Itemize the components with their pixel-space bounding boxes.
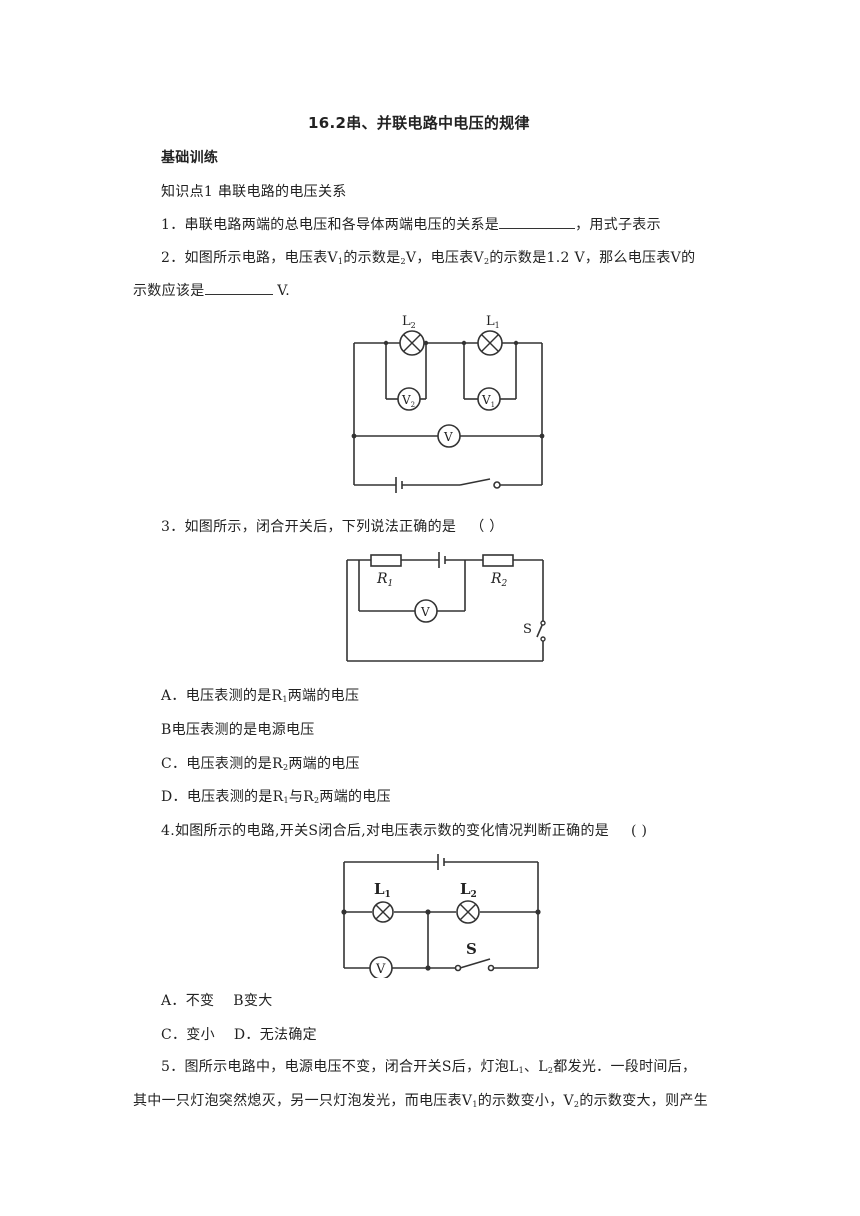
q2-sub: 2 — [483, 257, 490, 266]
svg-text:L1: L1 — [374, 880, 391, 900]
option-text: 两端的电压 — [319, 789, 391, 805]
q2-text: 的示数是1.2 V，那么电压表V的 — [489, 250, 696, 266]
question-4: 4.如图所示的电路,开关S闭合后,对电压表示数的变化情况判断正确的是 ( ) — [161, 822, 647, 840]
q4-options-row-1[interactable]: A．不变 B变大 — [161, 993, 273, 1009]
q2-text: V，电压表V — [405, 250, 484, 266]
svg-text:V2: V2 — [401, 393, 415, 409]
fig4-label-l1: L — [374, 880, 385, 898]
fig3-label-r2-sub: 2 — [501, 579, 508, 589]
fig2-meter-v2: V — [401, 393, 411, 407]
q2-sub: 2 — [400, 257, 406, 266]
fig4-label-l2: L — [460, 880, 471, 898]
fig3-label-r1: R — [376, 571, 388, 587]
q3-option-a[interactable]: A．电压表测的是R1两端的电压 — [161, 687, 359, 705]
q1-suffix: ，用式子表示 — [575, 217, 661, 233]
q4-stem: 4.如图所示的电路,开关S闭合后,对电压表示数的变化情况判断正确的是 — [161, 823, 610, 839]
question-2-line1: 2．如图所示电路，电压表V1的示数是2V，电压表V2的示数是1.2 V，那么电压… — [161, 249, 695, 267]
q3-stem: 3．如图所示，闭合开关后，下列说法正确的是 — [161, 519, 457, 535]
q3-option-b[interactable]: B电压表测的是电源电压 — [161, 722, 315, 738]
knowledge-point-heading: 知识点1 串联电路的电压关系 — [161, 184, 347, 200]
q5-sub: 1 — [472, 1100, 478, 1109]
question-5-line2: 其中一只灯泡突然熄灭，另一只灯泡发光，而电压表V1的示数变小，V2的示数变大，则… — [133, 1092, 708, 1110]
svg-text:R1: R1 — [376, 571, 393, 589]
svg-text:L2: L2 — [460, 880, 477, 900]
option-text: C．电压表测的是R — [161, 756, 283, 772]
circuit-figure-2: L2 L1 V2 V1 V — [351, 314, 545, 493]
fig4-meter-v: V — [375, 962, 386, 977]
question-3: 3．如图所示，闭合开关后，下列说法正确的是 （ ） — [161, 518, 504, 536]
option-text: D．电压表测的是R — [161, 789, 284, 805]
q5-text: 5．图所示电路中，电源电压不变，闭合开关S后，灯泡L — [161, 1059, 519, 1075]
q1-prefix: 1．串联电路两端的总电压和各导体两端电压的关系是 — [161, 217, 500, 233]
fig2-meter-v1-sub: 1 — [491, 401, 495, 409]
page-title: 16.2串、并联电路中电压的规律 — [308, 114, 530, 132]
q5-sub: 1 — [518, 1066, 524, 1075]
option-sub: 1 — [283, 796, 289, 805]
option-text: A．电压表测的是R — [161, 688, 283, 704]
svg-text:R2: R2 — [490, 571, 508, 589]
q2-sub: 1 — [337, 257, 344, 266]
svg-text:L1: L1 — [486, 314, 500, 330]
option-text: 与R — [288, 789, 315, 805]
q2-text: V. — [272, 283, 290, 299]
question-2-line2: 示数应该是 V. — [133, 282, 290, 300]
q3-option-c[interactable]: C．电压表测的是R2两端的电压 — [161, 755, 360, 773]
svg-text:V1: V1 — [481, 393, 495, 409]
circuit-figure-3: R1 R2 V S — [346, 552, 546, 662]
circuit-figure-4: L1 L2 V S — [341, 854, 541, 978]
q3-option-d[interactable]: D．电压表测的是R1与R2两端的电压 — [161, 788, 391, 806]
answer-bracket[interactable]: ( ) — [631, 823, 648, 839]
option-text: 两端的电压 — [287, 688, 360, 704]
svg-text:L2: L2 — [402, 314, 416, 330]
fig2-meter-v: V — [443, 430, 453, 444]
fig3-switch-label: S — [523, 622, 532, 637]
q5-sub: 2 — [573, 1100, 580, 1109]
q5-text: 、L — [523, 1059, 548, 1075]
q5-sub: 2 — [547, 1066, 554, 1075]
question-1: 1．串联电路两端的总电压和各导体两端电压的关系是 ，用式子表示 — [161, 216, 661, 234]
fig3-meter-v: V — [420, 605, 430, 619]
fig2-label-l1-sub: 1 — [495, 321, 500, 330]
question-5-line1: 5．图所示电路中，电源电压不变，闭合开关S后，灯泡L1、L2都发光．一段时间后， — [161, 1058, 696, 1076]
option-sub: 2 — [282, 763, 289, 772]
fig4-switch-label: S — [466, 940, 477, 958]
fig2-meter-v2-sub: 2 — [411, 401, 415, 409]
fig3-label-r2: R — [490, 571, 502, 587]
q2-text: 的示数是 — [343, 250, 401, 266]
fig2-label-l2: L — [402, 314, 411, 329]
option-sub: 1 — [282, 695, 288, 704]
fig2-label-l1: L — [486, 314, 495, 329]
section-heading: 基础训练 — [161, 150, 219, 166]
fig4-label-l2-sub: 2 — [471, 890, 477, 900]
fig4-label-l1-sub: 1 — [385, 890, 391, 900]
q1-blank[interactable] — [499, 216, 576, 229]
q2-blank[interactable] — [204, 282, 273, 295]
answer-bracket[interactable]: （ ） — [470, 519, 504, 535]
fig2-meter-v1: V — [481, 393, 491, 407]
q2-text: 2．如图所示电路，电压表V — [161, 250, 338, 266]
fig2-label-l2-sub: 2 — [411, 321, 416, 330]
q5-text: 其中一只灯泡突然熄灭，另一只灯泡发光，而电压表V — [133, 1093, 473, 1109]
q5-text: 都发光．一段时间后， — [553, 1059, 697, 1075]
option-text: 两端的电压 — [288, 756, 360, 772]
q5-text: 的示数变大，则产生 — [579, 1093, 709, 1109]
option-sub: 2 — [314, 796, 320, 805]
q5-text: 的示数变小，V — [477, 1093, 574, 1109]
fig3-label-r1-sub: 1 — [388, 579, 394, 589]
q2-text: 示数应该是 — [133, 283, 205, 299]
q4-options-row-2[interactable]: C．变小 D．无法确定 — [161, 1027, 317, 1043]
